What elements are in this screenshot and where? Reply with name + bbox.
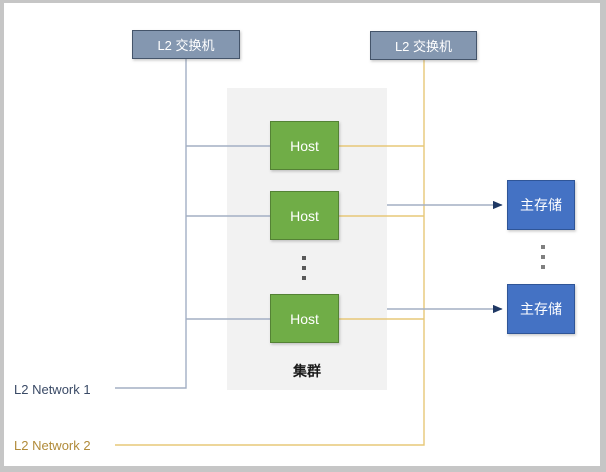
l2-network-2-label: L2 Network 2 [14,438,91,453]
host-3-label: Host [290,310,319,327]
primary-storage-1-box: 主存储 [507,180,575,230]
host-1-box: Host [270,121,339,170]
l2-switch-2-label: L2 交换机 [394,39,453,54]
primary-storage-2-box: 主存储 [507,284,575,334]
l2-switch-2-box: L2 交换机 [370,31,477,60]
host-2-box: Host [270,191,339,240]
l2-switch-1-box: L2 交换机 [132,30,240,59]
cluster-label: 集群 [293,363,321,379]
ellipsis-dot [541,255,545,259]
host-1-label: Host [290,137,319,154]
storage-vertical-ellipsis-icon [541,245,545,269]
host-3-box: Host [270,294,339,343]
l2-network-1-label: L2 Network 1 [14,382,91,397]
primary-storage-2-label: 主存储 [520,301,562,317]
ellipsis-dot [541,265,545,269]
ellipsis-dot [302,256,306,260]
hosts-vertical-ellipsis-icon [302,256,306,280]
host-2-label: Host [290,207,319,224]
primary-storage-1-label: 主存储 [520,197,562,213]
l2-switch-1-label: L2 交换机 [157,38,215,53]
ellipsis-dot [302,266,306,270]
ellipsis-dot [302,276,306,280]
ellipsis-dot [541,245,545,249]
